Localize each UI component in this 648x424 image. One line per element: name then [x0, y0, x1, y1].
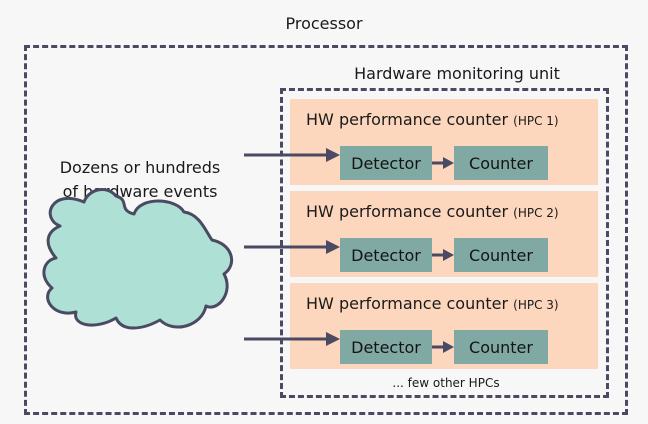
hpc-2-counter: Counter — [454, 238, 548, 272]
hpc-2-box: HW performance counter (HPC 2) Detector … — [290, 191, 598, 277]
hpc-3-detector: Detector — [340, 330, 432, 364]
event-arrow-1-icon — [244, 148, 340, 162]
hpc-2-detector: Detector — [340, 238, 432, 272]
hpc-1-arrow-icon — [432, 157, 454, 169]
hpc-3-box: HW performance counter (HPC 3) Detector … — [290, 283, 598, 369]
hpc-2-arrow-icon — [432, 249, 454, 261]
processor-title: Processor — [285, 14, 363, 33]
event-arrow-2-icon — [244, 240, 340, 254]
hpc-1-title: HW performance counter (HPC 1) — [306, 110, 559, 129]
hpc-2-title: HW performance counter (HPC 2) — [306, 202, 559, 221]
more-hpcs-label: ... few other HPCs — [392, 376, 500, 390]
hpc-3-counter: Counter — [454, 330, 548, 364]
hpc-1-counter: Counter — [454, 146, 548, 180]
hpc-3-arrow-icon — [432, 341, 454, 353]
events-cloud-icon — [42, 187, 234, 330]
processor-box — [24, 45, 628, 415]
monitoring-unit-box — [280, 88, 609, 398]
hpc-3-title: HW performance counter (HPC 3) — [306, 294, 559, 313]
hpc-1-box: HW performance counter (HPC 1) Detector … — [290, 99, 598, 185]
monitoring-unit-title: Hardware monitoring unit — [354, 64, 560, 83]
event-arrow-3-icon — [244, 332, 340, 346]
hpc-1-detector: Detector — [340, 146, 432, 180]
